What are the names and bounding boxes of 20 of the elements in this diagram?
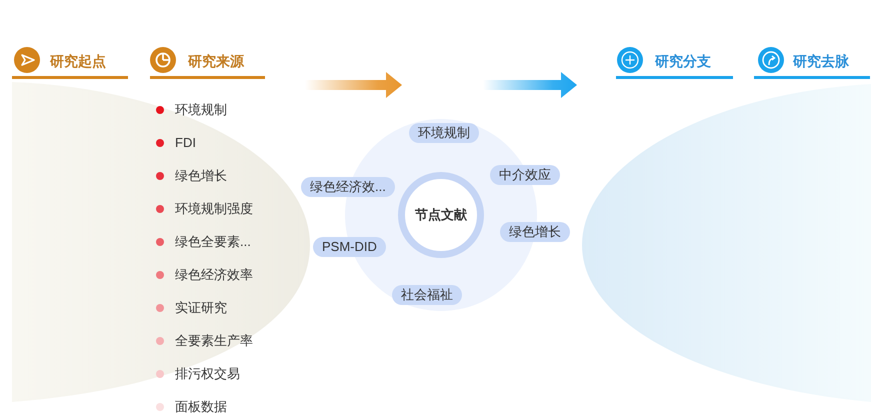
section-heading: 研究去脉 (793, 52, 849, 70)
keyword-text: 绿色经济效率 (175, 267, 253, 283)
section-heading: 研究分支 (655, 52, 711, 70)
keyword-text: 面板数据 (175, 399, 227, 415)
keyword-text: 全要素生产率 (175, 333, 253, 349)
keyword-tag: 社会福祉 (392, 285, 462, 305)
keyword-tag: 环境规制 (409, 123, 479, 143)
keyword-text: FDI (175, 135, 196, 151)
keyword-tag: PSM-DID (313, 237, 386, 257)
keyword-text: 绿色增长 (175, 168, 227, 184)
section-heading: 研究起点 (50, 52, 106, 70)
keyword-tag: 绿色增长 (500, 222, 570, 242)
keyword-text: 环境规制强度 (175, 201, 253, 217)
keyword-text: 排污权交易 (175, 366, 240, 382)
keyword-text: 实证研究 (175, 300, 227, 316)
keyword-text: 绿色全要素... (175, 234, 251, 250)
keyword-tag: 绿色经济效... (301, 177, 395, 197)
keyword-text: 环境规制 (175, 102, 227, 118)
keyword-tag: 中介效应 (490, 165, 560, 185)
section-heading: 研究来源 (188, 52, 244, 70)
